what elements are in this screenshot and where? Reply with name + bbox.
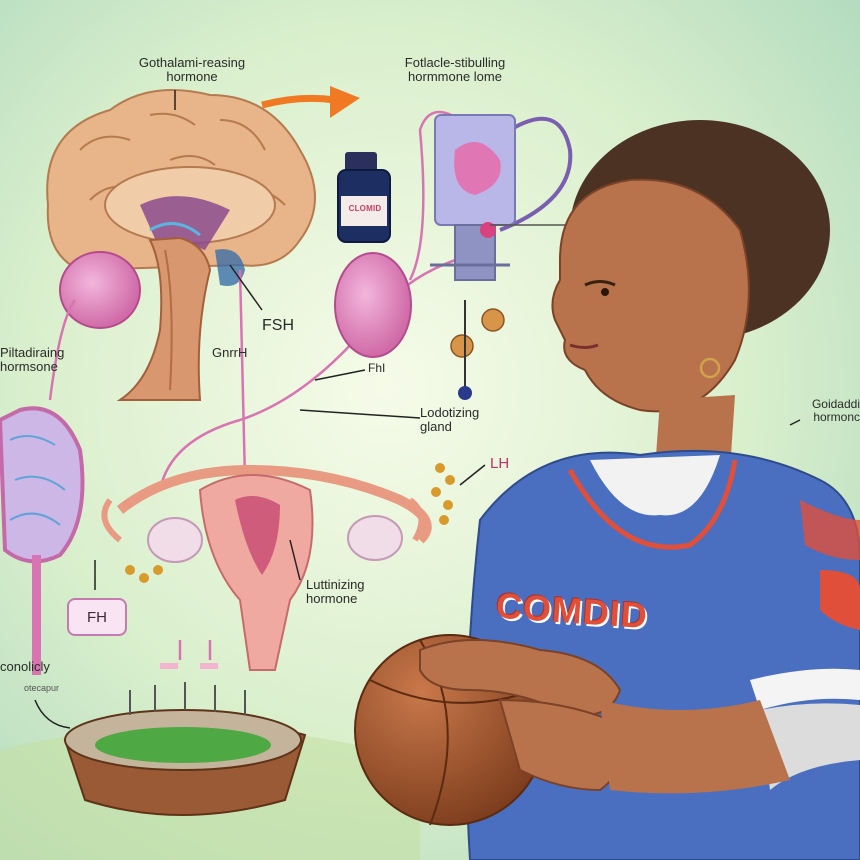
label-lodotizing-line2: gland	[420, 418, 452, 434]
label-gonad-line2: hormonc	[813, 409, 860, 424]
label-gnrh: GnrrH	[212, 345, 248, 360]
label-hypothalamic-hormone: Gothalami-reasing hormone	[92, 56, 292, 83]
hormone-apparatus	[430, 114, 573, 281]
label-pituitary-line2: hormsone	[0, 358, 58, 374]
label-fhi: FhI	[368, 361, 386, 375]
medicine-bottle	[337, 152, 391, 243]
pituitary-gland	[59, 251, 141, 329]
label-lh: LH	[490, 455, 510, 472]
label-luteinizing-line2: hormone	[306, 590, 358, 606]
hands	[419, 639, 790, 794]
label-gonad-hormone: Goidaddi hormonc	[760, 398, 860, 423]
label-hypothalamic-line2: hormone	[166, 68, 218, 84]
label-follicle-line1: Fotlacle-stibulling	[404, 55, 506, 70]
label-lodotizing-line1: Lodotizing	[420, 405, 480, 420]
stadium-illustration	[63, 663, 307, 816]
label-luteinizing-line1: Luttinizing	[306, 577, 365, 592]
label-pituitary-hormone: Piltadiraing hormsone	[0, 346, 64, 373]
label-fsh: FSH	[262, 317, 294, 334]
label-lodotizing-gland: Lodotizing gland	[420, 406, 479, 433]
label-hypothalamic-line1: Gothalami-reasing	[138, 55, 246, 70]
label-pituitary-line1: Piltadiraing	[0, 345, 65, 360]
orange-arrow	[261, 86, 360, 118]
label-luteinizing-hormone: Luttinizing hormone	[306, 578, 365, 605]
fh-badge: FH	[67, 598, 127, 636]
gland-middle	[334, 252, 412, 358]
uterus-illustration	[101, 464, 432, 671]
bottle-label-text: CLOMID	[348, 204, 382, 213]
label-follicle-line2: hormmone lome	[408, 68, 502, 84]
hormone-molecules	[125, 300, 505, 583]
pituitary-large-gland	[0, 406, 85, 675]
label-follicle-stimulating-hormone: Fotlacle-stibulling hormmone lome	[360, 56, 550, 83]
label-conolicly: conolicly	[0, 659, 50, 674]
brain-illustration	[46, 89, 316, 401]
label-gonad-line1: Goidaddi	[811, 397, 860, 411]
label-leaders	[34, 90, 801, 729]
label-conolicly-sub: otecapur	[24, 683, 60, 693]
